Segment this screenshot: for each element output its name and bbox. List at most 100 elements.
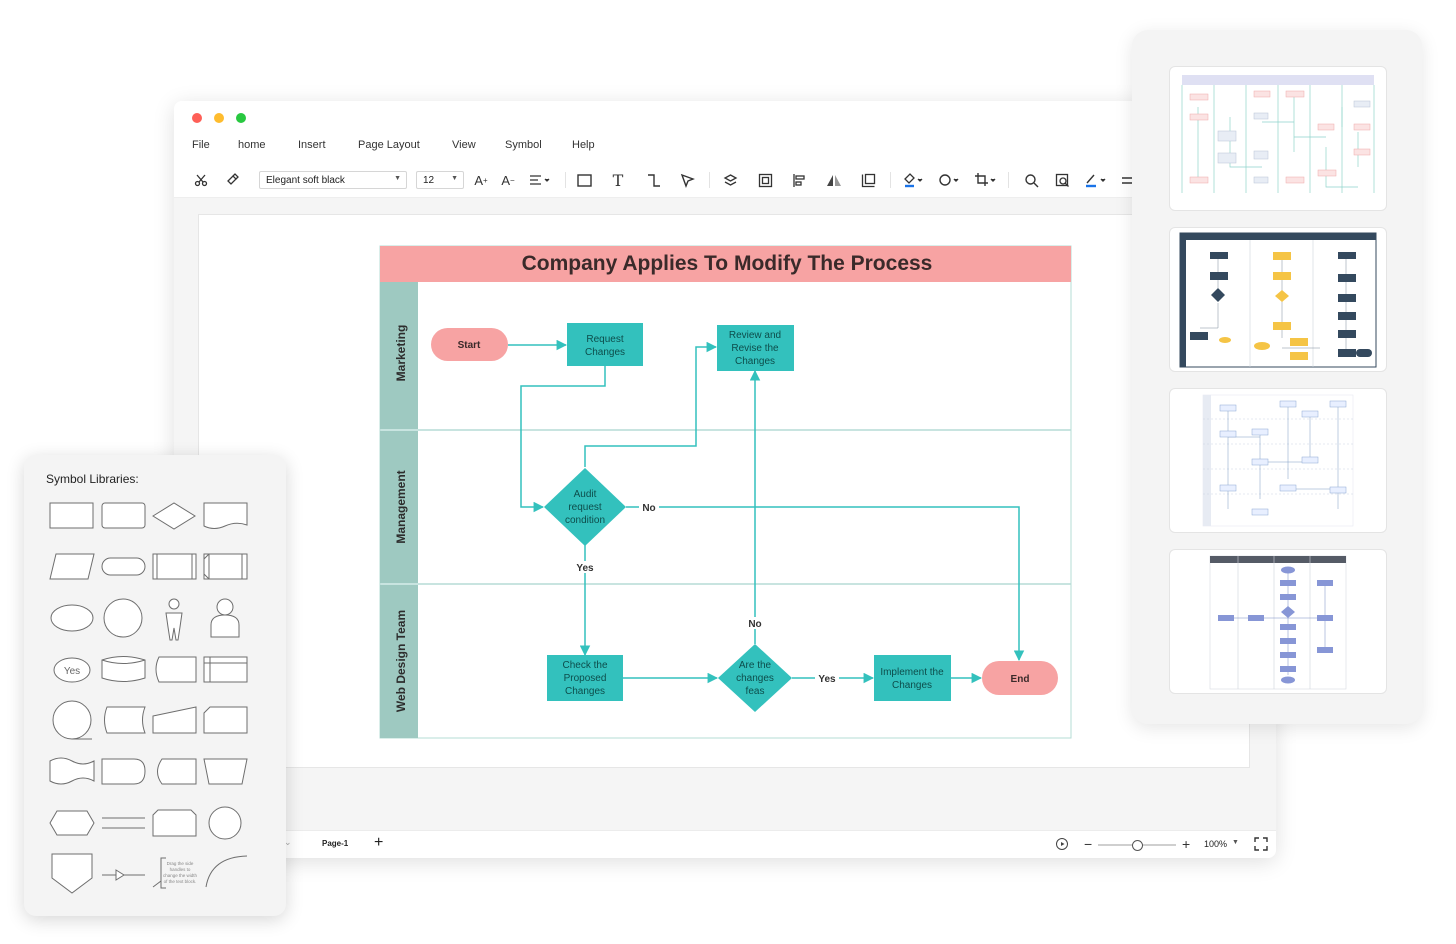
chevron-down-icon[interactable]: ▼ <box>1232 839 1239 846</box>
arc-symbol[interactable] <box>205 855 248 888</box>
close-window-button[interactable] <box>192 113 202 123</box>
chevron-down-icon[interactable]: ⌄ <box>284 837 292 847</box>
zoom-slider-handle[interactable] <box>1132 840 1143 851</box>
parallelogram-symbol[interactable] <box>49 553 95 580</box>
internal-storage-alt-symbol[interactable] <box>203 656 248 683</box>
yes-oval-symbol[interactable] <box>53 657 91 683</box>
menu-view[interactable]: View <box>452 139 476 151</box>
decrease-font-icon[interactable]: A− <box>501 172 515 188</box>
delay-symbol[interactable] <box>101 758 146 785</box>
zoom-in-icon[interactable]: + <box>1182 836 1191 852</box>
stored-data-symbol[interactable] <box>155 656 197 683</box>
manual-input-symbol[interactable] <box>152 706 197 734</box>
flip-icon[interactable] <box>824 170 844 190</box>
play-icon[interactable] <box>1056 838 1068 850</box>
on-page-reference-symbol[interactable] <box>208 806 242 840</box>
card-symbol[interactable] <box>203 706 248 734</box>
loop-limit-symbol[interactable] <box>152 809 197 837</box>
start-node[interactable] <box>431 328 508 361</box>
lane-header-management <box>380 431 418 583</box>
rounded-rectangle-symbol[interactable] <box>101 502 146 529</box>
group-icon[interactable] <box>755 170 775 190</box>
font-size-select[interactable]: 12 ▼ <box>416 171 464 189</box>
direct-access-symbol[interactable] <box>104 706 146 734</box>
maximize-window-button[interactable] <box>236 113 246 123</box>
edge-label-yes: Yes <box>576 563 594 574</box>
menu-symbol[interactable]: Symbol <box>505 139 542 151</box>
actor-symbol[interactable] <box>165 598 183 641</box>
page-tab[interactable]: Page-1 <box>322 839 349 848</box>
fullscreen-icon[interactable] <box>1254 837 1268 856</box>
chevron-down-icon: ▼ <box>394 175 401 182</box>
preparation-symbol[interactable] <box>49 810 95 836</box>
menu-home[interactable]: home <box>238 139 266 151</box>
annotation-symbol[interactable] <box>152 857 166 889</box>
menu-help[interactable]: Help <box>572 139 595 151</box>
process-review-revise[interactable] <box>717 325 794 371</box>
yes-symbol-label: Yes <box>64 666 80 677</box>
internal-storage-symbol[interactable] <box>203 553 248 580</box>
process-request-changes[interactable] <box>567 323 643 366</box>
zoom-out-icon[interactable]: − <box>1084 836 1093 852</box>
symbol-library-panel: Symbol Libraries: <box>24 455 286 916</box>
fill-color-icon[interactable] <box>901 170 927 190</box>
process-check-proposed[interactable] <box>547 655 623 701</box>
align-left-icon[interactable] <box>789 170 809 190</box>
cut-icon[interactable] <box>191 170 211 190</box>
template-preview-image <box>1179 232 1377 368</box>
align-text-icon[interactable] <box>527 170 553 190</box>
user-symbol[interactable] <box>210 598 240 638</box>
process-implement-changes[interactable] <box>874 655 951 701</box>
off-page-reference-symbol[interactable] <box>51 853 93 894</box>
minimize-window-button[interactable] <box>214 113 224 123</box>
font-family-select[interactable]: Elegant soft black ▼ <box>259 171 407 189</box>
decision-audit-request[interactable] <box>544 468 626 546</box>
find-replace-icon[interactable] <box>1052 170 1072 190</box>
tape-symbol[interactable] <box>49 757 95 785</box>
increase-font-icon[interactable]: A+ <box>474 172 488 188</box>
add-page-icon[interactable]: + <box>374 834 384 851</box>
template-gallery-panel <box>1132 30 1422 724</box>
zoom-level[interactable]: 100% <box>1204 839 1228 849</box>
connector-icon[interactable] <box>643 170 663 190</box>
terminator-symbol[interactable] <box>101 557 146 576</box>
text-tool-icon[interactable]: T <box>612 170 624 190</box>
end-node[interactable] <box>982 661 1058 695</box>
document-symbol[interactable] <box>203 502 248 529</box>
template-thumbnail[interactable] <box>1169 227 1387 372</box>
diamond-symbol[interactable] <box>152 502 196 530</box>
page-setup-icon[interactable] <box>858 170 878 190</box>
node-label: Revise the <box>731 343 779 354</box>
node-label: Changes <box>892 680 932 691</box>
circle-symbol[interactable] <box>103 598 143 638</box>
menu-insert[interactable]: Insert <box>298 139 326 151</box>
ellipse-symbol[interactable] <box>50 604 94 632</box>
layers-icon[interactable] <box>720 170 740 190</box>
menu-page-layout[interactable]: Page Layout <box>358 139 420 151</box>
template-thumbnail[interactable] <box>1169 549 1387 694</box>
crop-icon[interactable] <box>973 170 999 190</box>
display-symbol[interactable] <box>157 758 197 785</box>
manual-operation-symbol[interactable] <box>203 758 248 785</box>
line-color-icon[interactable] <box>1083 170 1109 190</box>
rectangle-symbol[interactable] <box>49 502 94 529</box>
lane-header-web-design <box>380 585 418 738</box>
pointer-icon[interactable] <box>677 170 697 190</box>
decision-changes-feasible[interactable] <box>718 644 792 712</box>
parallel-mode-symbol[interactable] <box>102 817 145 829</box>
menu-file[interactable]: File <box>192 139 210 151</box>
search-icon[interactable] <box>1021 170 1041 190</box>
format-painter-icon[interactable] <box>222 170 242 190</box>
connector <box>626 506 1025 662</box>
node-label: Are the <box>739 660 772 671</box>
predefined-process-symbol[interactable] <box>152 553 197 580</box>
rectangle-icon[interactable] <box>574 170 594 190</box>
connector <box>520 366 606 513</box>
connector-circle-symbol[interactable] <box>52 700 92 740</box>
shape-style-icon[interactable] <box>937 170 963 190</box>
more-icon[interactable] <box>1117 170 1137 190</box>
template-thumbnail[interactable] <box>1169 66 1387 211</box>
database-symbol[interactable] <box>101 656 146 682</box>
toolbar-divider <box>709 172 710 188</box>
template-thumbnail[interactable] <box>1169 388 1387 533</box>
